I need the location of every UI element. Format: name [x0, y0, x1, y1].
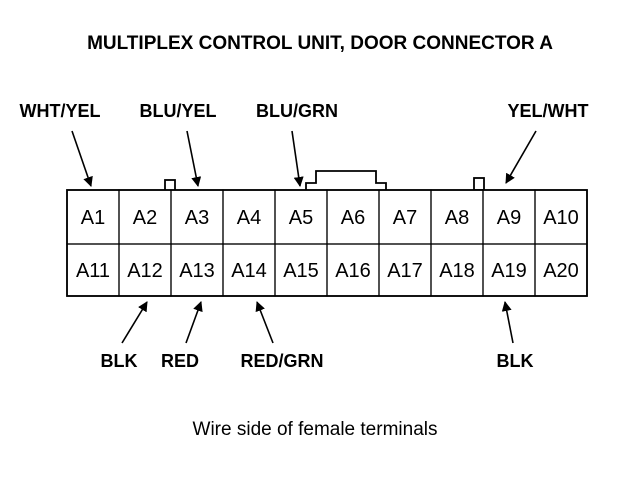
terminal-label: A5 — [289, 207, 313, 229]
arrow-a5 — [291, 130, 304, 187]
terminal-label: A14 — [231, 260, 267, 282]
connector-latch — [305, 170, 387, 192]
diagram-caption: Wire side of female terminals — [193, 419, 438, 440]
wire-label-a14: RED/GRN — [240, 351, 323, 371]
terminal-label: A13 — [179, 260, 215, 282]
connector-tab-right — [473, 177, 485, 191]
diagram-title: MULTIPLEX CONTROL UNIT, DOOR CONNECTOR A — [87, 33, 553, 54]
arrow-a19 — [501, 301, 514, 344]
terminal-label: A15 — [283, 260, 319, 282]
terminal-label: A2 — [133, 207, 157, 229]
terminal-label: A9 — [497, 207, 521, 229]
wire-label-a3: BLU/YEL — [139, 101, 216, 121]
terminal-label: A10 — [543, 207, 579, 229]
terminal-label: A6 — [341, 207, 365, 229]
terminal-cell — [534, 243, 588, 297]
wire-label-a5: BLU/GRN — [256, 101, 338, 121]
arrow-a13 — [185, 301, 203, 344]
wire-label-a13: RED — [161, 351, 199, 371]
arrow-a12 — [121, 301, 148, 344]
terminal-label: A19 — [491, 260, 527, 282]
leader-arrows — [71, 130, 537, 344]
terminal-label: A20 — [543, 260, 579, 282]
arrow-a1 — [71, 130, 93, 187]
wire-label-a12: BLK — [101, 351, 138, 371]
terminal-label: A11 — [76, 260, 110, 282]
terminal-label: A3 — [185, 207, 209, 229]
terminal-label: A17 — [387, 260, 423, 282]
arrow-a3 — [186, 130, 202, 187]
terminal-label: A8 — [445, 207, 469, 229]
terminal-label: A7 — [393, 207, 417, 229]
wire-label-a9: YEL/WHT — [508, 101, 589, 121]
wire-label-a1: WHT/YEL — [20, 101, 101, 121]
terminal-label: A16 — [335, 260, 371, 282]
arrow-a9 — [505, 130, 537, 184]
terminal-label: A1 — [81, 207, 105, 229]
wire-label-a19: BLK — [497, 351, 534, 371]
terminal-label: A12 — [127, 260, 163, 282]
terminal-label: A4 — [237, 207, 261, 229]
terminal-label: A18 — [439, 260, 475, 282]
arrow-a14 — [255, 301, 274, 344]
